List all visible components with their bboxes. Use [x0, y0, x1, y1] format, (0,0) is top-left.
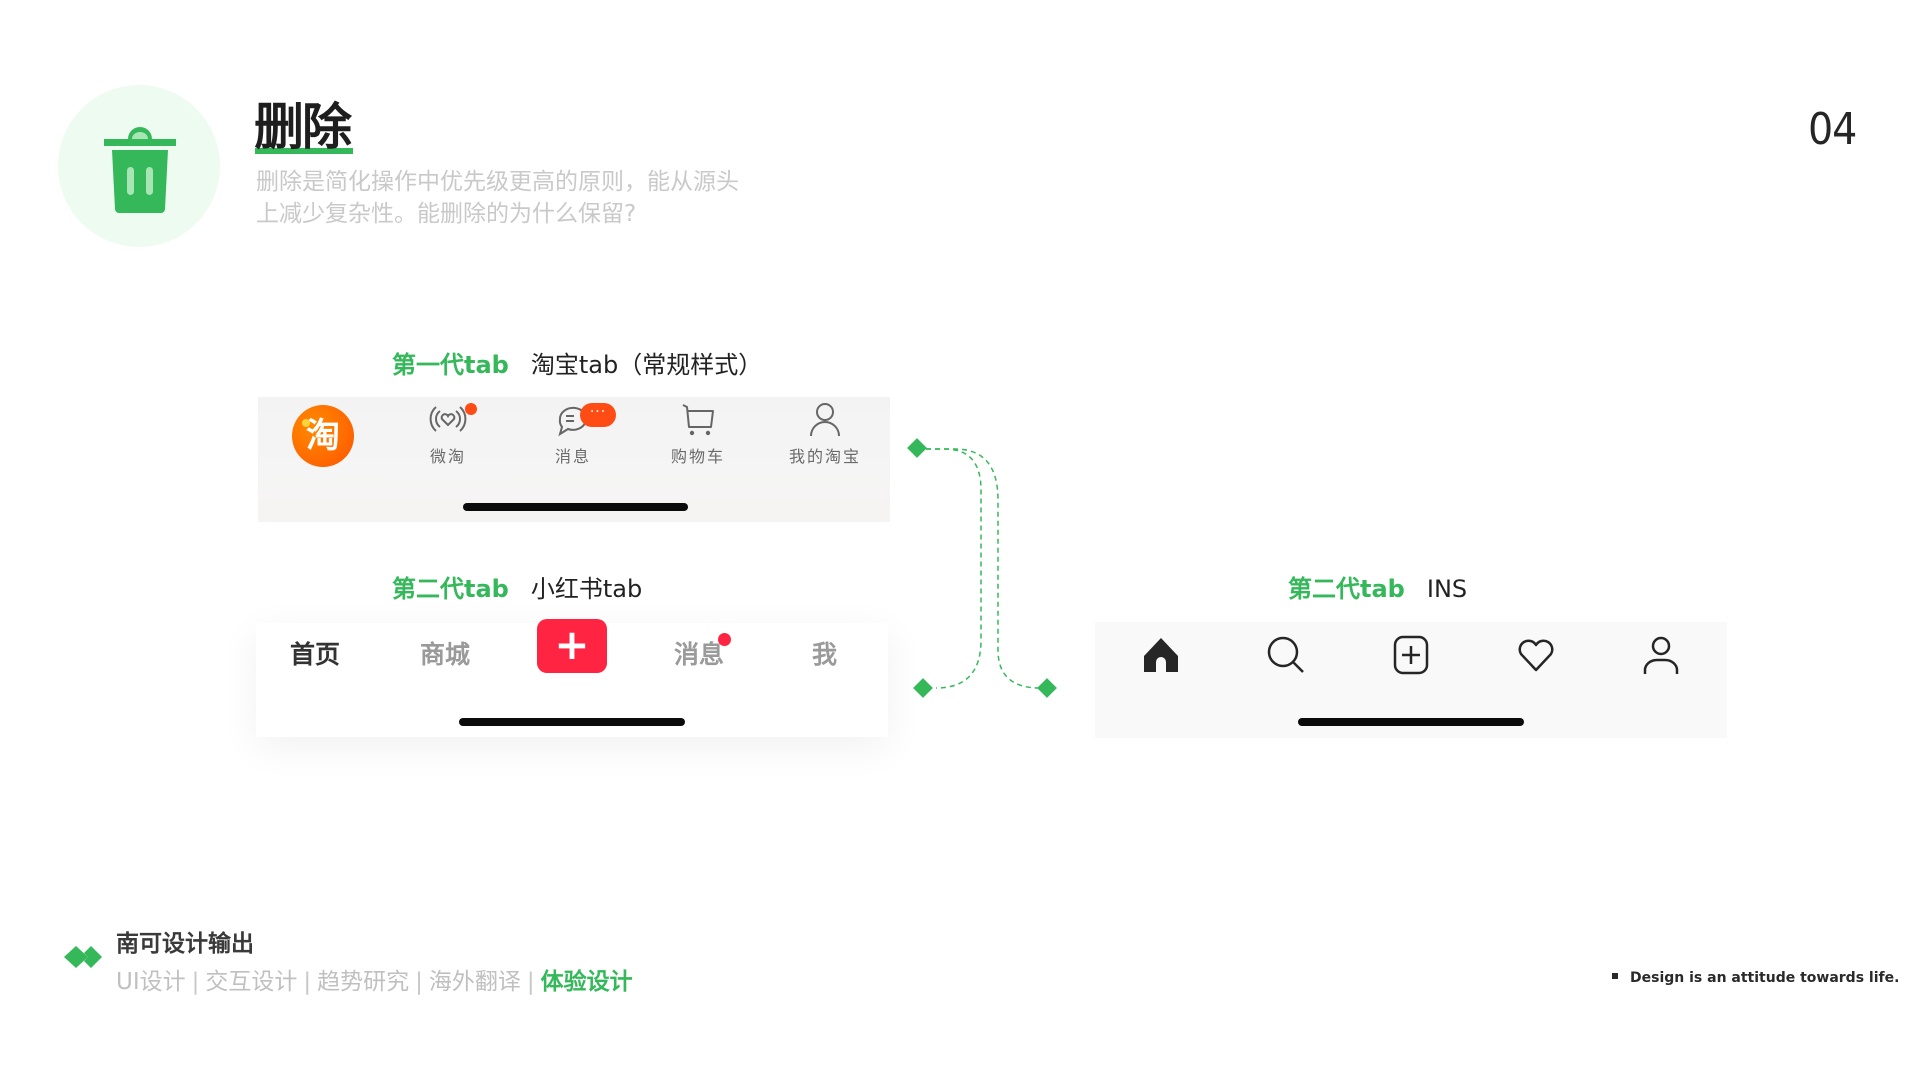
taobao-logo[interactable]: 淘 — [292, 405, 354, 467]
ins-section-label: 第二代tab INS — [1288, 574, 1467, 604]
message-count-badge: ··· — [580, 403, 616, 427]
cart-icon — [682, 404, 714, 436]
logo-dot — [302, 419, 310, 427]
ins-tab-bar — [1095, 622, 1727, 738]
diamond-marker — [913, 678, 933, 698]
tab-label: 微淘 — [429, 447, 466, 466]
taobao-tab-bar: 淘 微淘 ··· 消息 购物车 我的淘宝 — [258, 397, 890, 522]
footer-tag-active[interactable]: 体验设计 — [540, 969, 633, 995]
home-icon[interactable] — [1140, 634, 1182, 676]
xhs-section-label: 第二代tab 小红书tab — [392, 574, 642, 604]
publish-plus-button[interactable]: + — [537, 619, 607, 673]
diamond-marker — [907, 438, 927, 458]
title-underline — [255, 148, 353, 154]
footer-tags: UI设计|交互设计|趋势研究|海外翻译|体验设计 — [116, 962, 633, 996]
tab-messages[interactable]: 消息 — [674, 633, 731, 671]
brand-logo-icon — [64, 946, 102, 968]
separator: | — [415, 969, 423, 995]
trash-icon — [104, 127, 176, 213]
tab-messages[interactable]: ··· 消息 — [518, 401, 628, 467]
tab-label: 我的淘宝 — [788, 447, 861, 466]
tab-label: 消息 — [674, 640, 725, 669]
generation-label: 第二代tab — [392, 575, 509, 603]
tab-label: 购物车 — [670, 447, 725, 466]
bullet-icon — [1612, 973, 1618, 979]
tab-mall[interactable]: 商城 — [420, 640, 471, 669]
weitao-heart-signal-icon — [429, 406, 467, 432]
tab-me[interactable]: 我 — [812, 640, 838, 669]
person-icon[interactable] — [1640, 634, 1682, 676]
taobao-section-label: 第一代tab 淘宝tab（常规样式） — [392, 350, 762, 380]
page-number: 04 — [1808, 104, 1857, 155]
subtitle-line-1: 删除是简化操作中优先级更高的原则，能从源头 — [256, 169, 739, 195]
app-label: 小红书tab — [530, 575, 643, 603]
page-title: 删除 — [254, 98, 352, 156]
header-icon-circle — [58, 85, 220, 247]
page-subtitle: 删除是简化操作中优先级更高的原则，能从源头 上减少复杂性。能删除的为什么保留? — [256, 166, 796, 230]
separator: | — [526, 969, 535, 995]
diamond-marker — [1037, 678, 1057, 698]
footer-title: 南可设计输出 — [116, 931, 254, 957]
search-icon[interactable] — [1265, 634, 1307, 676]
tab-weitao[interactable]: 微淘 — [393, 401, 503, 467]
heart-icon[interactable] — [1515, 634, 1557, 676]
separator: | — [303, 969, 312, 995]
home-indicator — [463, 503, 688, 511]
tab-my-taobao[interactable]: 我的淘宝 — [770, 401, 880, 467]
footer-tag[interactable]: 海外翻译 — [428, 969, 521, 995]
app-label: INS — [1426, 575, 1468, 603]
home-indicator — [1298, 718, 1524, 726]
tab-cart[interactable]: 购物车 — [643, 401, 753, 467]
add-square-icon[interactable] — [1390, 634, 1432, 676]
subtitle-line-2: 上减少复杂性。能删除的为什么保留? — [256, 201, 637, 227]
footer-tag[interactable]: 趋势研究 — [317, 969, 410, 995]
home-indicator — [459, 718, 685, 726]
tagline-text: Design is an attitude towards life. — [1630, 970, 1900, 986]
tab-home[interactable]: 首页 — [290, 640, 341, 669]
separator: | — [191, 969, 200, 995]
person-icon — [810, 403, 840, 437]
generation-label: 第一代tab — [392, 351, 509, 379]
generation-label: 第二代tab — [1288, 575, 1405, 603]
app-label: 淘宝tab（常规样式） — [530, 351, 763, 379]
tagline: Design is an attitude towards life. — [1612, 970, 1899, 986]
footer-tag[interactable]: UI设计 — [116, 969, 186, 995]
badge-dot — [718, 633, 731, 646]
badge-dot — [465, 403, 477, 415]
footer-tag[interactable]: 交互设计 — [205, 969, 298, 995]
xhs-tab-bar: 首页 商城 + 消息 我 — [256, 619, 888, 737]
tab-label: 消息 — [554, 447, 591, 466]
